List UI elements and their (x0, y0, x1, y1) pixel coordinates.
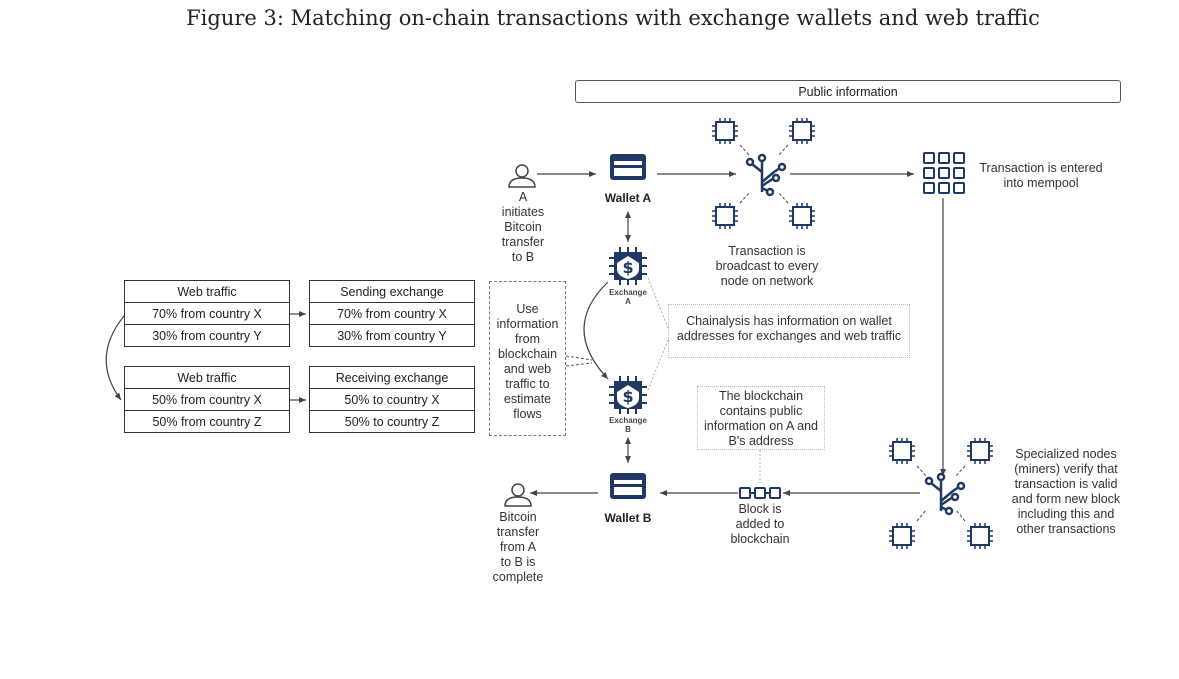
broadcast-line: node on network (720, 274, 814, 288)
specialized-line: other transactions (1016, 522, 1116, 536)
chainalysis-box (668, 304, 910, 358)
use-info-label: Use information from blockchain and web … (489, 302, 566, 422)
person-a-icon (508, 164, 536, 188)
broadcast-label: Transaction is broadcast to every node o… (697, 244, 837, 289)
table-cell: 30% from country Y (124, 324, 290, 347)
public-information-box: Public information (575, 80, 1121, 103)
chainalysis-line: Chainalysis has information on wallet (686, 314, 892, 328)
mempool-line: Transaction is entered (979, 161, 1103, 175)
exchange-a-label: Exchange A (603, 288, 653, 306)
wallet-a-label: Wallet A (604, 191, 652, 205)
person-b-icon (504, 483, 532, 507)
use-info-line: traffic to (505, 377, 550, 391)
table-cell: 70% from country X (309, 302, 475, 325)
chainalysis-line: addresses for exchanges and web traffic (676, 329, 902, 343)
block-added-label: Block is added to blockchain (715, 502, 805, 547)
table-header: Sending exchange (309, 280, 475, 303)
table-cell: 30% from country Y (309, 324, 475, 347)
specialized-nodes-label: Specialized nodes (miners) verify that t… (1002, 447, 1130, 537)
use-info-line: estimate (503, 392, 552, 406)
table-header: Receiving exchange (309, 366, 475, 389)
person-a-label: A initiates Bitcoin transfer to B (498, 190, 548, 265)
wallet-a-icon (610, 154, 646, 180)
specialized-line: transaction is valid (1014, 477, 1118, 491)
blockchain-info-line: The blockchain (718, 389, 804, 403)
table-cell: 70% from country X (124, 302, 290, 325)
table-cell: 50% from country X (124, 388, 290, 411)
block-added-line: blockchain (730, 532, 790, 546)
person-b-label: Bitcoin transfer from A to B is complete (488, 510, 548, 585)
exchange-b-icon (608, 375, 648, 415)
blockchain-info-line: contains public (719, 404, 803, 418)
figure-title: Figure 3: Matching on-chain transactions… (186, 6, 1040, 30)
blockchain-info-label: The blockchain contains public informati… (697, 389, 825, 449)
table-cell: 50% to country Z (309, 410, 475, 433)
person-a-line: to B (511, 250, 535, 264)
exchange-b-line: B (625, 425, 631, 434)
specialized-line: (miners) verify that (1014, 462, 1118, 476)
specialized-line: Specialized nodes (1015, 447, 1117, 461)
exchange-b-label: Exchange B (603, 416, 653, 434)
table-header: Web traffic (124, 280, 290, 303)
receiving-exchange-table: Receiving exchange 50% to country X 50% … (309, 366, 475, 433)
exchange-a-line: Exchange (609, 288, 647, 297)
wallet-b-label: Wallet B (604, 511, 652, 525)
blockchain-icon (739, 487, 781, 499)
use-info-line: Use (516, 302, 539, 316)
person-b-line: to B is (500, 555, 536, 569)
blockchain-info-line: B's address (728, 434, 794, 448)
person-a-line: transfer (501, 235, 545, 249)
mempool-label: Transaction is entered into mempool (973, 161, 1109, 191)
use-info-box (489, 281, 566, 436)
table-header: Web traffic (124, 366, 290, 389)
exchange-a-line: A (625, 297, 631, 306)
use-info-line: information (496, 317, 559, 331)
chainalysis-label: Chainalysis has information on wallet ad… (670, 314, 908, 344)
specialized-line: including this and (1017, 507, 1115, 521)
wallet-b-icon (610, 473, 646, 499)
use-info-line: flows (513, 407, 542, 421)
table-cell: 50% to country X (309, 388, 475, 411)
web-traffic-table-2: Web traffic 50% from country X 50% from … (124, 366, 290, 433)
exchange-a-icon (608, 246, 648, 286)
use-info-line: blockchain (497, 347, 558, 361)
use-info-line: from (515, 332, 540, 346)
person-b-line: from A (499, 540, 537, 554)
broadcast-line: Transaction is (728, 244, 806, 258)
miner-node-cluster (888, 437, 994, 550)
mempool-line: into mempool (1003, 176, 1079, 190)
specialized-line: and form new block (1011, 492, 1121, 506)
person-a-line: A (518, 190, 528, 204)
broadcast-line: broadcast to every (715, 259, 819, 273)
exchange-b-line: Exchange (609, 416, 647, 425)
person-b-line: transfer (496, 525, 540, 539)
table-cell: 50% from country Z (124, 410, 290, 433)
block-added-line: added to (735, 517, 785, 531)
web-traffic-table-1: Web traffic 70% from country X 30% from … (124, 280, 290, 347)
person-b-line: Bitcoin (499, 510, 537, 524)
broadcast-node-cluster (711, 117, 816, 230)
sending-exchange-table: Sending exchange 70% from country X 30% … (309, 280, 475, 347)
use-info-line: and web (503, 362, 552, 376)
blockchain-info-box (697, 386, 825, 450)
block-added-line: Block is (738, 502, 782, 516)
mempool-grid-icon (923, 152, 965, 194)
person-b-line: complete (492, 570, 544, 584)
person-a-line: initiates (501, 205, 545, 219)
person-a-line: Bitcoin (504, 220, 542, 234)
blockchain-info-line: information on A and (704, 419, 818, 433)
